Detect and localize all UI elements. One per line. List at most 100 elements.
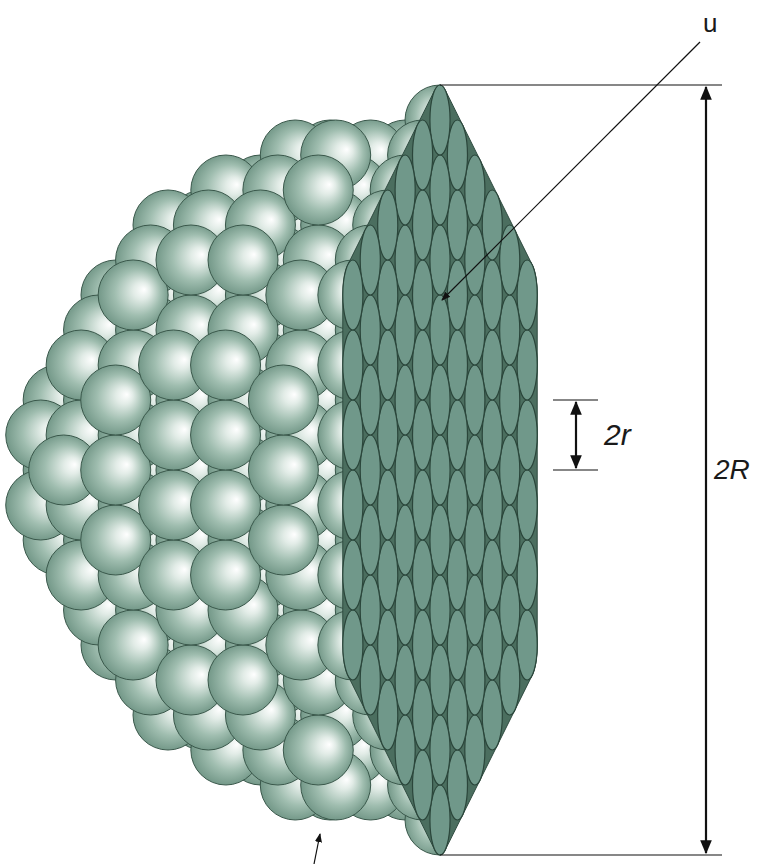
sphere-section bbox=[360, 575, 380, 645]
sphere-section bbox=[395, 645, 415, 715]
sphere-cluster bbox=[6, 85, 537, 855]
sphere-section bbox=[378, 470, 398, 540]
cut-sphere bbox=[318, 540, 363, 610]
sphere-section bbox=[500, 505, 520, 575]
sphere-section bbox=[413, 330, 433, 400]
dimension-label: 2r bbox=[604, 420, 631, 450]
sphere-section bbox=[465, 645, 485, 715]
sphere-section bbox=[395, 575, 415, 645]
sphere-section bbox=[447, 610, 467, 680]
sphere-section bbox=[360, 435, 380, 505]
sphere-section bbox=[413, 470, 433, 540]
sphere-section bbox=[465, 155, 485, 225]
dimension-tick bbox=[440, 84, 722, 85]
sphere-section bbox=[378, 330, 398, 400]
sphere-section bbox=[447, 540, 467, 610]
sphere-section bbox=[430, 295, 450, 365]
sphere-section bbox=[413, 680, 433, 750]
dimension-arrow bbox=[575, 402, 577, 468]
sphere-section bbox=[430, 785, 450, 855]
sphere-section bbox=[395, 435, 415, 505]
sphere-section bbox=[430, 365, 450, 435]
sphere-section bbox=[343, 470, 363, 540]
sphere bbox=[248, 505, 318, 575]
sphere-section bbox=[500, 295, 520, 365]
sphere-section bbox=[395, 715, 415, 785]
sphere-section bbox=[430, 505, 450, 575]
cut-sphere bbox=[318, 470, 363, 540]
sphere-section bbox=[360, 505, 380, 575]
sphere-section bbox=[343, 610, 363, 680]
sphere-section bbox=[500, 365, 520, 435]
sphere-section bbox=[482, 330, 502, 400]
sphere-section bbox=[413, 260, 433, 330]
sphere-section bbox=[413, 190, 433, 260]
sphere bbox=[248, 365, 318, 435]
sphere-section bbox=[482, 680, 502, 750]
sphere-section bbox=[430, 155, 450, 225]
dimension-tick bbox=[553, 469, 598, 470]
sphere-section bbox=[343, 260, 363, 330]
sphere-section bbox=[395, 505, 415, 575]
sphere-section bbox=[447, 190, 467, 260]
sphere-section bbox=[430, 225, 450, 295]
sphere-section bbox=[378, 400, 398, 470]
sphere bbox=[283, 715, 353, 785]
sphere-section bbox=[465, 435, 485, 505]
dimension-arrow bbox=[705, 87, 707, 853]
sphere-section bbox=[395, 295, 415, 365]
sphere-section bbox=[430, 85, 450, 155]
sphere bbox=[283, 155, 353, 225]
sphere-section bbox=[482, 260, 502, 330]
cut-sphere bbox=[318, 610, 363, 680]
sphere-section bbox=[413, 540, 433, 610]
sphere-section bbox=[360, 645, 380, 715]
sphere-section bbox=[395, 365, 415, 435]
dimension-lines bbox=[314, 42, 722, 864]
sphere-section bbox=[482, 540, 502, 610]
sphere bbox=[248, 435, 318, 505]
sphere-section bbox=[413, 120, 433, 190]
sphere-section bbox=[430, 715, 450, 785]
sphere-section bbox=[430, 575, 450, 645]
sphere-section bbox=[343, 330, 363, 400]
sphere-section bbox=[465, 295, 485, 365]
sphere-section bbox=[447, 750, 467, 820]
sphere-section bbox=[343, 400, 363, 470]
sphere-section bbox=[395, 225, 415, 295]
sphere-section bbox=[395, 155, 415, 225]
dimension-label: 2R bbox=[714, 456, 750, 484]
sphere-section bbox=[465, 715, 485, 785]
sphere-section bbox=[465, 575, 485, 645]
sphere-section bbox=[447, 120, 467, 190]
cut-face bbox=[343, 85, 537, 855]
cut-sphere bbox=[318, 260, 363, 330]
cut-sphere bbox=[318, 330, 363, 400]
sphere-section bbox=[500, 645, 520, 715]
leader-line bbox=[442, 42, 700, 300]
sphere-section bbox=[378, 680, 398, 750]
dimension-tick bbox=[553, 399, 598, 400]
sphere-section bbox=[482, 470, 502, 540]
sphere-section bbox=[517, 470, 537, 540]
sphere-section bbox=[447, 680, 467, 750]
sphere-section bbox=[465, 505, 485, 575]
sphere-section bbox=[378, 190, 398, 260]
sphere-section bbox=[465, 365, 485, 435]
sphere-section bbox=[517, 540, 537, 610]
part-label: u bbox=[703, 10, 717, 36]
sphere-section bbox=[447, 260, 467, 330]
sphere-section bbox=[447, 400, 467, 470]
sphere-section bbox=[413, 610, 433, 680]
sphere-section bbox=[378, 540, 398, 610]
sphere-section bbox=[500, 225, 520, 295]
leader-line bbox=[314, 834, 320, 864]
sphere-section bbox=[430, 645, 450, 715]
sphere-section bbox=[378, 260, 398, 330]
sphere-section bbox=[482, 610, 502, 680]
sphere-section bbox=[517, 610, 537, 680]
sphere-section bbox=[360, 365, 380, 435]
sphere-section bbox=[360, 295, 380, 365]
dimension-tick bbox=[440, 854, 722, 855]
